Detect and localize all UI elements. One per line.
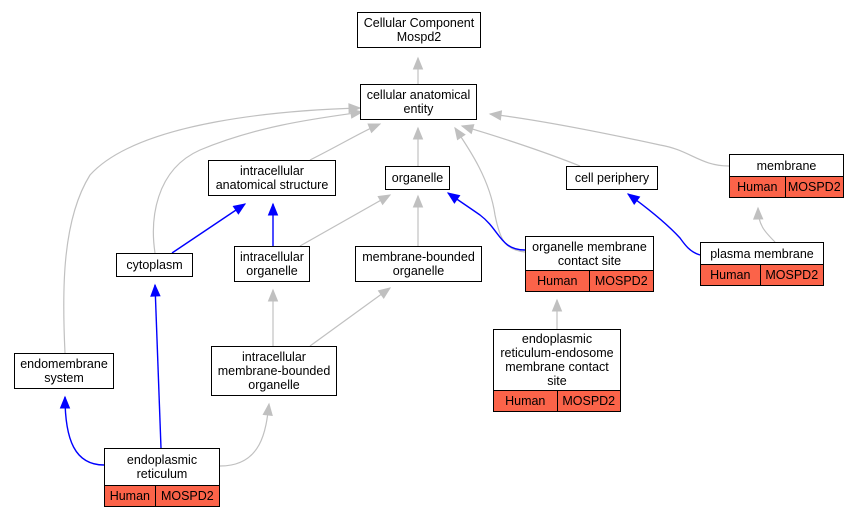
annotation-species: Human — [710, 268, 751, 282]
annotation-row: Human MOSPD2 — [701, 264, 823, 285]
node-label: cellular anatomical entity — [366, 88, 471, 116]
node-io[interactable]: intracellular organelle — [234, 246, 310, 282]
edge-erecs-to-omcs — [551, 298, 563, 329]
node-org[interactable]: organelle — [385, 166, 450, 190]
annotation-species: Human — [537, 274, 578, 288]
node-root[interactable]: Cellular Component Mospd2 — [357, 12, 481, 48]
node-label: intracellular membrane-bounded organelle — [217, 350, 331, 392]
node-label: membrane-bounded organelle — [362, 250, 475, 278]
node-label: plasma membrane — [710, 246, 814, 261]
edge-mbo-to-org — [412, 194, 424, 246]
edge-er-to-cyt — [150, 283, 162, 449]
annotation-row: Human MOSPD2 — [494, 390, 620, 411]
edge-er-to-ems — [59, 395, 105, 466]
edge-mem-to-cae — [488, 110, 730, 167]
node-ems[interactable]: endomembrane system — [14, 353, 114, 389]
node-label: organelle — [391, 171, 444, 185]
annotation-gene: MOSPD2 — [759, 265, 823, 285]
edge-io-to-ias — [267, 202, 279, 246]
edge-io-to-org — [299, 194, 392, 247]
node-cyt[interactable]: cytoplasm — [116, 253, 193, 277]
node-cp[interactable]: cell periphery — [566, 166, 658, 190]
edge-cyt-to-ias — [171, 203, 247, 254]
node-label: intracellular organelle — [240, 250, 304, 278]
edge-er-to-ims — [219, 402, 273, 467]
annotation-species: Human — [737, 180, 778, 194]
edge-cp-to-cae — [460, 124, 581, 167]
annotation-gene: MOSPD2 — [784, 177, 843, 197]
node-label: endomembrane system — [20, 357, 108, 385]
annotation-gene: MOSPD2 — [556, 391, 621, 411]
node-label: endoplasmic reticulum-endosome membrane … — [500, 332, 614, 388]
node-label: intracellular anatomical structure — [215, 164, 329, 192]
edge-ems-to-cae — [63, 103, 362, 354]
node-ims[interactable]: intracellular membrane-bounded organelle — [211, 346, 337, 396]
node-label: cell periphery — [574, 171, 650, 185]
node-erecs[interactable]: endoplasmic reticulum-endosome membrane … — [493, 329, 621, 412]
edge-omcs-to-cae — [454, 126, 526, 253]
node-label: Cellular Component Mospd2 — [363, 16, 475, 44]
edge-pm-to-mem — [752, 206, 776, 243]
edge-pm-to-cp — [626, 193, 701, 256]
node-label: membrane — [756, 158, 817, 173]
annotation-row: Human MOSPD2 — [730, 176, 843, 197]
node-label: endoplasmic reticulum — [126, 453, 198, 481]
annotation-species: Human — [109, 489, 150, 503]
edge-ims-to-io — [267, 288, 279, 346]
edge-omcs-to-org — [446, 192, 526, 251]
node-mbo[interactable]: membrane-bounded organelle — [355, 246, 482, 282]
edge-org-to-cae — [412, 126, 424, 166]
node-label: cytoplasm — [126, 258, 183, 272]
node-ias[interactable]: intracellular anatomical structure — [208, 160, 336, 196]
annotation-row: Human MOSPD2 — [105, 485, 219, 506]
annotation-species: Human — [505, 394, 546, 408]
edge-ims-to-mbo — [309, 287, 392, 347]
annotation-gene: MOSPD2 — [588, 271, 653, 291]
annotation-gene: MOSPD2 — [154, 486, 219, 506]
edge-cae-to-root — [412, 56, 424, 84]
annotation-row: Human MOSPD2 — [526, 270, 653, 291]
edge-ias-to-cae — [309, 123, 382, 161]
node-label: organelle membrane contact site — [532, 239, 647, 268]
node-cae[interactable]: cellular anatomical entity — [360, 84, 477, 120]
